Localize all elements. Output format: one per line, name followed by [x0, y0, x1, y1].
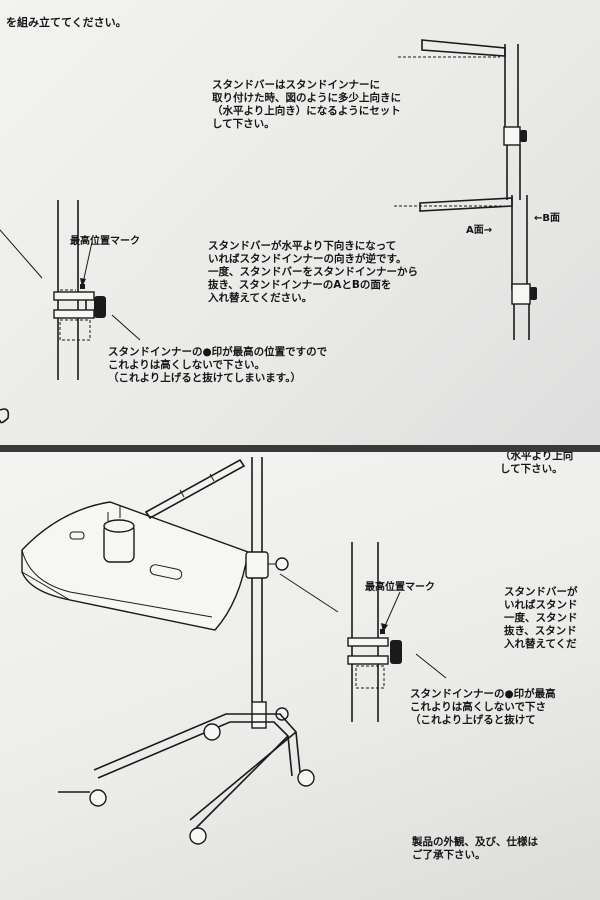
warning-line: スタンドインナーの●印が最高の位置ですので	[108, 346, 328, 358]
stand-assembly-diagram	[21, 457, 447, 845]
max-mark-label: 最高位置マーク	[70, 236, 140, 247]
bar-upward-diagram	[398, 39, 527, 200]
warning-line: これよりは高くしないで下さい。	[108, 359, 265, 371]
max-mark-detail-diagram-bottom	[347, 542, 447, 722]
partial-line: 一度、スタンド	[504, 612, 578, 624]
stand-bar-illustration	[144, 458, 246, 520]
photo-divider	[0, 445, 600, 452]
instruction-down-line: 入れ替えてください。	[208, 292, 313, 304]
instruction-up-line: （水平より上向き）になるようにセット	[212, 105, 401, 117]
max-mark-detail-diagram	[0, 200, 141, 424]
stand-base-illustration	[21, 501, 249, 631]
instruction-down-line: いればスタンドインナーの向きが逆です。	[208, 253, 407, 265]
face-b-label: ←B面	[534, 213, 561, 224]
warning-line: これよりは高くしないで下さ	[410, 701, 546, 713]
warning-line: （これより上げると抜けて	[410, 714, 536, 726]
footer-line: ご了承下さい。	[412, 849, 486, 861]
instruction-up-line: して下さい。	[212, 118, 275, 130]
instruction-up-line: 取り付けた時、図のように多少上向きに	[212, 92, 401, 104]
partial-line: いればスタンド	[504, 599, 578, 611]
bar-downward-diagram	[394, 195, 537, 340]
partial-line: 入れ替えてくだ	[504, 638, 577, 650]
warning-line: スタンドインナーの●印が最高	[410, 688, 556, 700]
instruction-up-line: スタンドバーはスタンドインナーに	[212, 79, 380, 91]
caster-frame-illustration	[58, 713, 315, 845]
pole-illustration	[245, 457, 339, 729]
warning-line: （これより上げると抜けてしまいます。）	[108, 372, 301, 384]
header-fragment: を組み立ててください。	[6, 16, 127, 29]
face-a-label: A面→	[466, 225, 493, 236]
instruction-down-line: スタンドバーが水平より下向きになって	[208, 240, 397, 252]
footer-line: 製品の外観、及び、仕様は	[412, 836, 538, 848]
partial-line: （水平より上向	[500, 452, 574, 462]
manual-photo-top: を組み立ててください。 スタンドバーはスタンドインナーに 取り付けた時、図のよう…	[0, 0, 600, 445]
partial-line: スタンドバーが	[504, 586, 578, 598]
instruction-down-line: 抜き、スタンドインナーのAとBの面を	[208, 279, 392, 291]
manual-photo-bottom: （水平より上向 して下さい。 最高位置マーク スタンドバーが いればスタンド 一…	[0, 452, 600, 900]
instruction-down-line: 一度、スタンドバーをスタンドインナーから	[208, 266, 418, 278]
max-mark-label-bottom: 最高位置マーク	[365, 582, 435, 593]
partial-line: 抜き、スタンド	[504, 625, 577, 637]
stand-diagrams-top	[0, 39, 537, 424]
partial-line: して下さい。	[500, 463, 563, 475]
